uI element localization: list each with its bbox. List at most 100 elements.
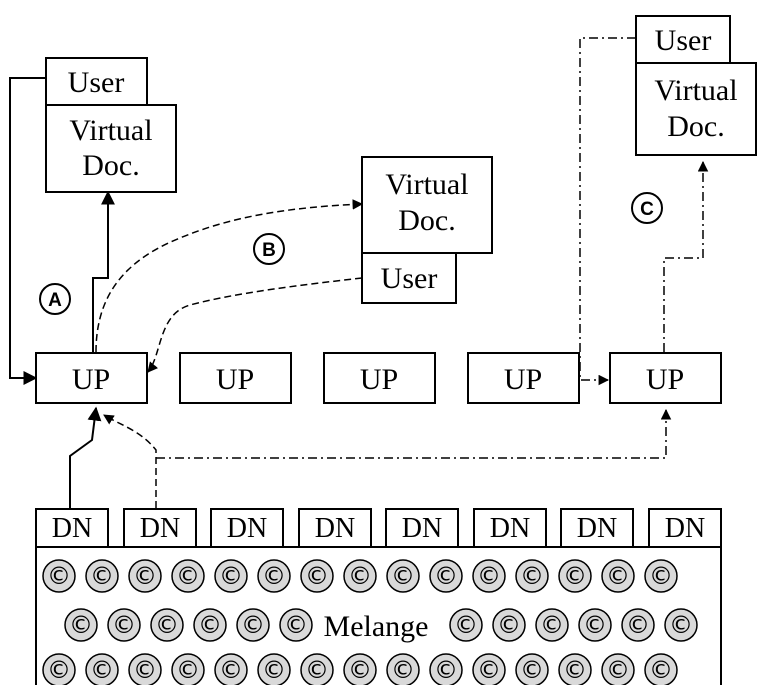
up-box-5 (609, 352, 722, 404)
virtual-doc-box-a (45, 104, 177, 193)
virtual-doc-line2-b: Doc. (398, 204, 455, 237)
melange-circle-glyph: © (649, 656, 673, 684)
dn-label-1: DN (52, 513, 92, 544)
melange-circle-shape (386, 559, 420, 593)
melange-circle-glyph: © (47, 562, 71, 590)
melange-circle-shape (386, 653, 420, 685)
melange-circle-glyph: © (477, 656, 501, 684)
up-box-1 (35, 352, 148, 404)
melange-circle-glyph: © (305, 562, 329, 590)
marker-b-label: B (262, 240, 276, 261)
melange-circle-29: © (85, 653, 119, 685)
melange-circle-33: © (257, 653, 291, 685)
melange-circle-15: © (644, 559, 678, 593)
marker-a-circle (39, 283, 71, 315)
marker-a-label: A (48, 290, 62, 311)
melange-circle-glyph: © (583, 611, 607, 639)
melange-circle-glyph: © (520, 562, 544, 590)
connector-b-user-to-up (147, 277, 363, 373)
melange-circle-20: © (236, 608, 270, 642)
dn-box-4 (298, 508, 372, 548)
melange-circle-glyph: © (477, 562, 501, 590)
melange-circle-glyph: © (391, 656, 415, 684)
melange-circle-glyph: © (90, 562, 114, 590)
melange-circle-glyph: © (649, 562, 673, 590)
melange-circle-16: © (64, 608, 98, 642)
melange-circle-12: © (515, 559, 549, 593)
melange-circle-shape (85, 653, 119, 685)
marker-b: B (253, 233, 285, 265)
melange-circle-shape (644, 653, 678, 685)
virtual-doc-line1-c: Virtual (654, 74, 737, 107)
dn-box-8 (648, 508, 722, 548)
melange-circle-shape (664, 608, 698, 642)
melange-circle-shape (515, 653, 549, 685)
user-label-c: User (655, 24, 712, 57)
melange-circle-shape (535, 608, 569, 642)
melange-circle-27: © (664, 608, 698, 642)
virtual-doc-box-c (635, 62, 757, 156)
melange-circle-36: © (386, 653, 420, 685)
marker-c-circle (631, 192, 663, 224)
melange-circle-shape (300, 653, 334, 685)
melange-circle-shape (42, 653, 76, 685)
melange-circle-glyph: © (241, 611, 265, 639)
connector-a-user-to-up (9, 77, 46, 385)
melange-circle-glyph: © (563, 562, 587, 590)
marker-a: A (39, 283, 71, 315)
melange-circle-25: © (578, 608, 612, 642)
melange-circle-shape (601, 653, 635, 685)
melange-circle-group: ©©©©©©©©©©©©©©©©©©©©©©©©©©©©©©©©©©©©©©©©… (42, 559, 698, 685)
melange-circle-glyph: © (262, 562, 286, 590)
melange-circle-shape (558, 559, 592, 593)
connector-c-user-to-up (579, 37, 636, 386)
up-label-3: UP (360, 363, 398, 396)
melange-circle-5: © (214, 559, 248, 593)
melange-circle-9: © (386, 559, 420, 593)
melange-circle-shape (429, 653, 463, 685)
connector-b-dn-to-up (103, 414, 157, 508)
dn-label-7: DN (577, 513, 617, 544)
melange-circle-glyph: © (219, 656, 243, 684)
user-label-a: User (68, 66, 125, 99)
melange-circle-glyph: © (155, 611, 179, 639)
melange-circle-shape (558, 653, 592, 685)
melange-circle-42: © (644, 653, 678, 685)
melange-circle-32: © (214, 653, 248, 685)
melange-circle-glyph: © (606, 562, 630, 590)
melange-circle-shape (42, 559, 76, 593)
melange-circle-glyph: © (391, 562, 415, 590)
melange-circle-26: © (621, 608, 655, 642)
melange-circle-glyph: © (520, 656, 544, 684)
user-label-b: User (381, 262, 438, 295)
melange-circle-40: © (558, 653, 592, 685)
up-box-4 (467, 352, 580, 404)
melange-circle-shape (300, 559, 334, 593)
melange-circle-24: © (535, 608, 569, 642)
melange-circle-glyph: © (434, 562, 458, 590)
melange-circle-glyph: © (112, 611, 136, 639)
melange-circle-shape (644, 559, 678, 593)
dn-label-2: DN (140, 513, 180, 544)
virtual-doc-line2-a: Doc. (82, 149, 139, 182)
melange-circle-glyph: © (497, 611, 521, 639)
melange-circle-glyph: © (133, 562, 157, 590)
marker-b-circle (253, 233, 285, 265)
melange-circle-22: © (449, 608, 483, 642)
melange-circle-shape (107, 608, 141, 642)
dn-label-8: DN (665, 513, 705, 544)
melange-circle-glyph: © (348, 656, 372, 684)
virtual-doc-line2-c: Doc. (667, 110, 724, 143)
up-label-1: UP (72, 363, 110, 396)
dn-box-5 (385, 508, 459, 548)
melange-circle-14: © (601, 559, 635, 593)
melange-circle-shape (128, 559, 162, 593)
melange-circle-30: © (128, 653, 162, 685)
melange-circle-2: © (85, 559, 119, 593)
marker-c: C (631, 192, 663, 224)
melange-circle-glyph: © (133, 656, 157, 684)
melange-circle-7: © (300, 559, 334, 593)
melange-circle-glyph: © (219, 562, 243, 590)
virtual-doc-line1-b: Virtual (385, 168, 468, 201)
